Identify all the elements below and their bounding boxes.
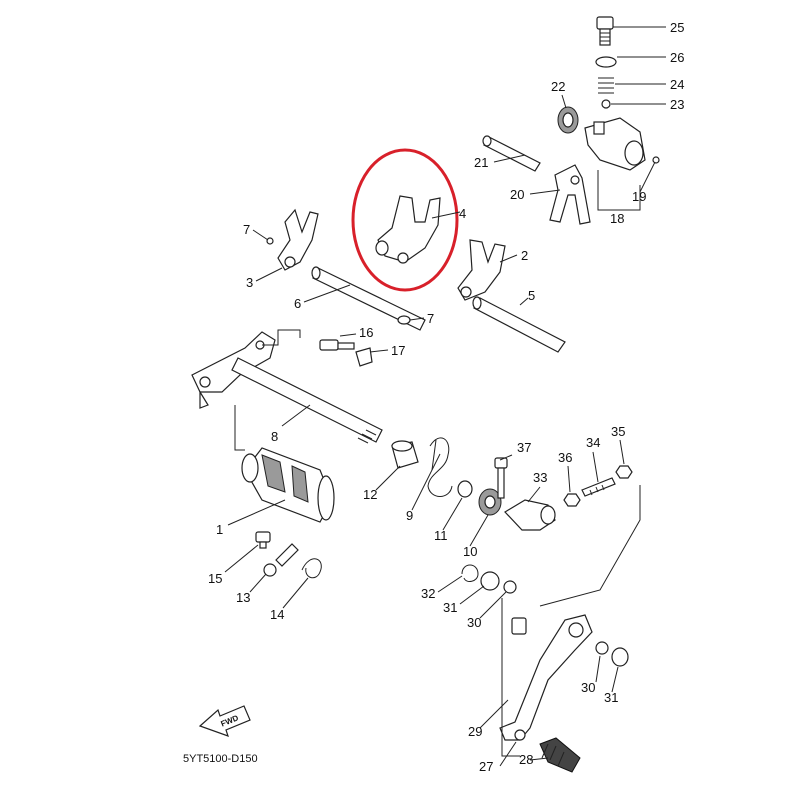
part-35-nut xyxy=(615,465,633,479)
part-4-shift-fork xyxy=(375,195,441,264)
part-23-ball xyxy=(601,99,611,109)
callout-35: 35 xyxy=(611,424,625,439)
part-30-oring-right xyxy=(595,641,609,655)
part-12-collar xyxy=(391,440,419,469)
callout-34: 34 xyxy=(586,435,600,450)
callout-7-lower: 7 xyxy=(427,311,434,326)
part-31-washer-left xyxy=(480,571,500,591)
callout-28: 28 xyxy=(519,752,533,767)
part-7-circlip-lower xyxy=(397,315,411,325)
part-11-washer xyxy=(457,480,473,498)
part-34-shift-rod xyxy=(581,477,616,497)
callout-3: 3 xyxy=(246,275,253,290)
part-7-circlip-upper xyxy=(266,237,274,245)
callout-4: 4 xyxy=(459,206,466,221)
callout-24: 24 xyxy=(670,77,684,92)
part-21-guide-bar xyxy=(482,135,541,172)
bracket-upper-fork xyxy=(262,329,301,346)
shift-shaft-lever xyxy=(191,331,276,409)
part-36-nut xyxy=(563,493,581,507)
callout-22: 22 xyxy=(551,79,565,94)
callout-5: 5 xyxy=(528,288,535,303)
part-8-shift-shaft xyxy=(231,357,383,444)
part-24-spring xyxy=(598,77,614,94)
callout-7-upper: 7 xyxy=(243,222,250,237)
bracket-shaft-left xyxy=(234,405,245,451)
part-30-oring-left xyxy=(503,580,517,594)
part-9-spring xyxy=(427,437,453,497)
diagram-code: 5YT5100-D150 xyxy=(183,753,258,765)
part-18-shift-shaft-assy xyxy=(584,117,660,171)
part-17-plate xyxy=(355,347,373,367)
callout-21: 21 xyxy=(474,155,488,170)
callout-30-right: 30 xyxy=(581,680,595,695)
callout-30-left: 30 xyxy=(467,615,481,630)
part-26-washer xyxy=(595,56,617,68)
callout-10: 10 xyxy=(463,544,477,559)
callout-6: 6 xyxy=(294,296,301,311)
part-6-guide-bar xyxy=(311,266,426,331)
part-3-shift-fork xyxy=(277,208,319,271)
part-10-oil-seal xyxy=(478,488,502,516)
part-2-shift-fork xyxy=(457,239,506,301)
part-27-shift-pedal xyxy=(499,614,593,741)
callout-17: 17 xyxy=(391,343,405,358)
part-14-spring xyxy=(301,558,322,579)
part-33-shift-arm xyxy=(504,499,556,531)
part-22-oil-seal xyxy=(557,106,579,134)
callout-11: 11 xyxy=(434,528,448,543)
callout-13: 13 xyxy=(236,590,250,605)
callout-31-right: 31 xyxy=(604,690,618,705)
part-37-bolt xyxy=(494,457,508,499)
callout-15: 15 xyxy=(208,571,222,586)
part-20-shift-fork xyxy=(549,164,591,225)
callout-31-left: 31 xyxy=(443,600,457,615)
callout-1: 1 xyxy=(216,522,223,537)
highlight-circle xyxy=(351,148,459,292)
leader-lines xyxy=(224,26,666,767)
callout-12: 12 xyxy=(363,487,377,502)
callout-33: 33 xyxy=(533,470,547,485)
part-5-guide-bar xyxy=(472,296,566,353)
callout-36: 36 xyxy=(558,450,572,465)
callout-9: 9 xyxy=(406,508,413,523)
part-31-washer-right xyxy=(611,647,629,667)
part-16-screw xyxy=(319,339,355,351)
callout-2: 2 xyxy=(521,248,528,263)
callout-27: 27 xyxy=(479,759,493,774)
part-32-circlip xyxy=(461,564,479,582)
part-1-shift-drum xyxy=(241,447,335,523)
callout-32: 32 xyxy=(421,586,435,601)
bracket-pedal xyxy=(501,598,520,757)
bracket-18 xyxy=(597,170,641,211)
part-28-pedal-rubber xyxy=(539,737,581,773)
callout-37: 37 xyxy=(517,440,531,455)
callout-8: 8 xyxy=(271,429,278,444)
callout-18: 18 xyxy=(610,211,624,226)
callout-19: 19 xyxy=(632,189,646,204)
callout-29: 29 xyxy=(468,724,482,739)
fwd-arrow-icon: FWD xyxy=(198,705,251,737)
part-13-bolt xyxy=(263,543,299,577)
callout-23: 23 xyxy=(670,97,684,112)
bracket-pedal-right xyxy=(539,485,641,607)
callout-16: 16 xyxy=(359,325,373,340)
part-25-bolt xyxy=(596,16,614,46)
callout-25: 25 xyxy=(670,20,684,35)
callout-26: 26 xyxy=(670,50,684,65)
callout-20: 20 xyxy=(510,187,524,202)
part-15-screw xyxy=(255,531,271,549)
callout-14: 14 xyxy=(270,607,284,622)
